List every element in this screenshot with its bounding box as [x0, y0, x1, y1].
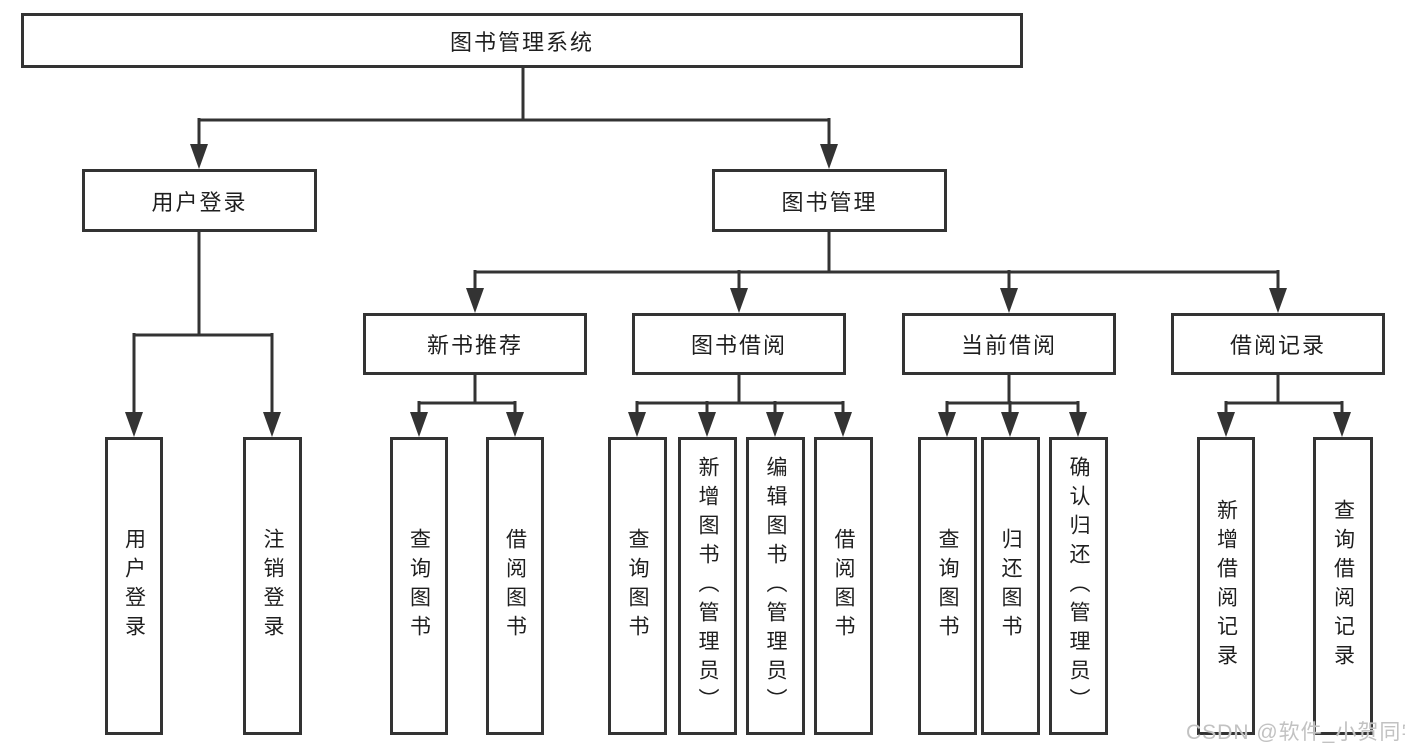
leaf-bb-query-books-label: 查询图书 [626, 528, 649, 644]
leaf-bb-add-book-admin-label: 新增图书（管理员） [696, 455, 719, 717]
leaf-bb-query-books: 查询图书 [608, 437, 667, 735]
arrowhead-bb-query [628, 412, 646, 437]
arrowhead-cb-return [1001, 412, 1019, 437]
arrowhead-br-add [1217, 412, 1235, 437]
leaf-bb-borrow-books-label: 借阅图书 [832, 528, 855, 644]
leaf-logout: 注销登录 [243, 437, 302, 735]
leaf-bb-add-book-admin: 新增图书（管理员） [678, 437, 737, 735]
arrowhead-nb-query [410, 412, 428, 437]
arrowhead-nb-borrow [506, 412, 524, 437]
leaf-user-login: 用户登录 [105, 437, 163, 735]
leaf-nb-query-books-label: 查询图书 [407, 528, 431, 644]
arrowhead-leaf-logout [263, 412, 281, 437]
leaf-cb-return-books-label: 归还图书 [999, 528, 1022, 644]
node-current-borrow-label: 当前借阅 [960, 333, 1057, 358]
csdn-watermark: CSDN @软件_小贺同学 [1186, 721, 1405, 744]
leaf-cb-query-books-label: 查询图书 [936, 528, 959, 644]
arrowhead-user-login [190, 144, 208, 169]
leaf-bb-edit-book-admin-label: 编辑图书（管理员） [764, 455, 787, 717]
node-system-root-label: 图书管理系统 [449, 29, 594, 55]
node-borrow-records: 借阅记录 [1171, 313, 1385, 375]
arrowhead-book-mgmt [820, 144, 838, 169]
arrowhead-br-query [1333, 412, 1351, 437]
arrowhead-bb-borrow [834, 412, 852, 437]
leaf-nb-query-books: 查询图书 [390, 437, 448, 735]
node-new-book-recommend-label: 新书推荐 [426, 333, 523, 358]
leaf-br-add-record: 新增借阅记录 [1197, 437, 1255, 735]
leaf-bb-edit-book-admin: 编辑图书（管理员） [746, 437, 805, 735]
arrowhead-cb-confirm [1069, 412, 1087, 437]
leaf-cb-query-books: 查询图书 [918, 437, 977, 735]
leaf-cb-confirm-return-admin: 确认归还（管理员） [1049, 437, 1108, 735]
arrowhead-borrow-records [1269, 288, 1287, 313]
leaf-cb-return-books: 归还图书 [981, 437, 1040, 735]
node-current-borrow: 当前借阅 [902, 313, 1116, 375]
node-user-login: 用户登录 [82, 169, 317, 232]
leaf-br-add-record-label: 新增借阅记录 [1214, 499, 1238, 673]
node-borrow-records-label: 借阅记录 [1229, 333, 1326, 358]
leaf-nb-borrow-books-label: 借阅图书 [503, 528, 527, 644]
leaf-user-login-label: 用户登录 [122, 528, 146, 644]
arrowhead-cb-query [938, 412, 956, 437]
leaf-br-query-record-label: 查询借阅记录 [1331, 499, 1355, 673]
node-book-management-label: 图书管理 [781, 189, 878, 215]
leaf-cb-confirm-return-admin-label: 确认归还（管理员） [1067, 455, 1090, 717]
arrowhead-new-book [466, 288, 484, 313]
arrowhead-current-borrow [1000, 288, 1018, 313]
arrowhead-bb-edit [766, 412, 784, 437]
node-system-root: 图书管理系统 [21, 13, 1023, 68]
node-book-borrow: 图书借阅 [632, 313, 846, 375]
node-user-login-label: 用户登录 [151, 189, 248, 215]
arrowheads [125, 144, 1351, 437]
node-book-management: 图书管理 [712, 169, 947, 232]
node-new-book-recommend: 新书推荐 [363, 313, 587, 375]
node-book-borrow-label: 图书借阅 [690, 333, 787, 358]
leaf-nb-borrow-books: 借阅图书 [486, 437, 544, 735]
arrowhead-bb-add [698, 412, 716, 437]
leaf-logout-label: 注销登录 [261, 528, 284, 644]
leaf-br-query-record: 查询借阅记录 [1313, 437, 1373, 735]
arrowhead-leaf-login [125, 412, 143, 437]
arrowhead-book-borrow [730, 288, 748, 313]
leaf-bb-borrow-books: 借阅图书 [814, 437, 873, 735]
